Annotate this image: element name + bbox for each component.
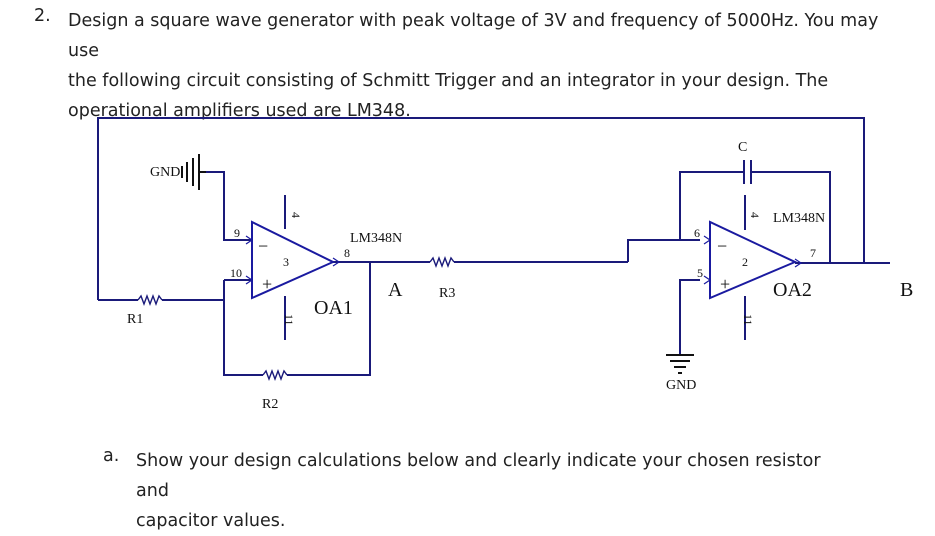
pin-arrow	[703, 275, 712, 285]
oa2-part-label: LM348N	[773, 211, 825, 226]
subquestion-letter: a.	[103, 446, 120, 466]
oa1-part-label: LM348N	[350, 231, 402, 246]
pin-arrow	[703, 235, 712, 245]
oa2-pin-out: 7	[810, 246, 816, 260]
pin-arrow	[794, 258, 803, 268]
capacitor-label: C	[738, 140, 747, 155]
node-b-label: B	[900, 279, 913, 301]
question-line-1: Design a square wave generator with peak…	[68, 11, 879, 61]
ground-symbol-right	[666, 354, 694, 374]
node-a-label: A	[388, 279, 403, 301]
ground-symbol-left	[181, 154, 206, 190]
capacitor-c	[743, 160, 752, 184]
resistor-r2	[262, 369, 288, 381]
r3-label: R3	[439, 286, 455, 301]
pin-arrow	[332, 257, 341, 267]
oa1-pin-unit: 3	[283, 255, 289, 269]
oa1-plus-sign: +	[262, 274, 272, 294]
oa1-name-label: OA1	[314, 297, 353, 319]
oa1-minus-sign: −	[258, 236, 268, 256]
oa2-pin-vminus: 11	[741, 314, 755, 326]
subquestion-line-2: capacitor values.	[136, 511, 286, 531]
oa1-pin-noninv: 10	[230, 266, 242, 280]
circuit-wires	[97, 117, 890, 376]
oa2-pin-unit: 2	[742, 255, 748, 269]
circuit-diagram: GND GND R1 R2 R3 C LM348N LM348N OA1 OA2…	[97, 117, 913, 412]
pin-arrow	[245, 275, 254, 285]
oa2-pin-inv: 6	[694, 226, 700, 240]
oa2-pin-vplus: 4	[748, 212, 762, 218]
subquestion-line-1: Show your design calculations below and …	[136, 451, 821, 501]
resistor-r1	[137, 294, 163, 306]
question-text: Design a square wave generator with peak…	[68, 6, 908, 126]
question-number: 2.	[34, 6, 51, 26]
gnd-right-label: GND	[666, 378, 696, 393]
oa1-pin-inv: 9	[234, 226, 240, 240]
r2-label: R2	[262, 397, 278, 412]
oa1-pin-vminus: 11	[282, 314, 296, 326]
oa2-plus-sign: +	[720, 274, 730, 294]
question-line-2: the following circuit consisting of Schm…	[68, 71, 829, 91]
gnd-left-label: GND	[150, 165, 180, 180]
question-line-3: operational amplifiers used are LM348.	[68, 101, 411, 121]
oa2-symbol	[709, 220, 798, 300]
oa2-name-label: OA2	[773, 279, 812, 301]
r1-label: R1	[127, 312, 143, 327]
oa2-minus-sign: −	[717, 236, 727, 256]
resistor-r3	[429, 256, 455, 268]
oa2-pin-noninv: 5	[697, 266, 703, 280]
oa1-symbol	[251, 220, 336, 300]
subquestion-text: Show your design calculations below and …	[136, 446, 856, 536]
oa1-pin-vplus: 4	[289, 212, 303, 218]
feedback-wire	[97, 117, 865, 300]
pin-arrow	[245, 235, 254, 245]
oa1-pin-out: 8	[344, 246, 350, 260]
